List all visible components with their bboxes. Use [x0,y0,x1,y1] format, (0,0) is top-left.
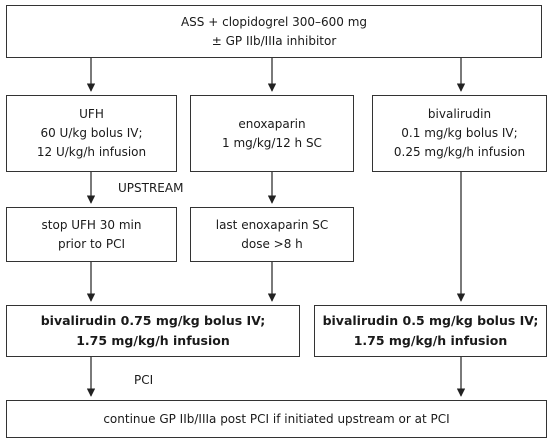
box-ufh: UFH 60 U/kg bolus IV; 12 U/kg/h infusion [6,95,177,172]
box-bivalirudin-pci-right: bivalirudin 0.5 mg/kg bolus IV; 1.75 mg/… [314,305,547,357]
box-bivalirudin-line-3: 0.25 mg/kg/h infusion [393,145,526,159]
box-enoxaparin-line-1: enoxaparin [238,116,306,131]
box-enoxaparin-line-2: 1 mg/kg/12 h SC [222,135,322,150]
box-bivalirudin-line-2: 0.1 mg/kg bolus IV; [401,126,518,140]
box-bivalirudin-pci-right-line-2: 1.75 mg/kg/h infusion [353,333,508,348]
box-antiplatelet: ASS + clopidogrel 300–600 mg ± GP IIb/II… [6,5,542,58]
box-last-enoxaparin-line-1: last enoxaparin SC [215,217,329,232]
box-bivalirudin-pci-right-line-1: bivalirudin 0.5 mg/kg bolus IV; [322,313,539,328]
box-enoxaparin: enoxaparin 1 mg/kg/12 h SC [190,95,354,172]
box-stop-ufh: stop UFH 30 min prior to PCI [6,207,177,262]
box-bivalirudin-pci-left-line-2: 1.75 mg/kg/h infusion [76,333,230,348]
box-ufh-line-1: UFH [79,107,104,121]
box-last-enoxaparin-line-2: dose >8 h [241,236,303,251]
box-ufh-line-2: 60 U/kg bolus IV; [40,126,143,140]
box-stop-ufh-line-2: prior to PCI [58,236,125,251]
box-bivalirudin: bivalirudin 0.1 mg/kg bolus IV; 0.25 mg/… [372,95,547,172]
box-stop-ufh-line-1: stop UFH 30 min [41,217,142,232]
box-last-enoxaparin: last enoxaparin SC dose >8 h [190,207,354,262]
box-ufh-line-3: 12 U/kg/h infusion [36,145,147,159]
box-bivalirudin-pci-left-line-1: bivalirudin 0.75 mg/kg bolus IV; [40,313,266,328]
label-pci: PCI [134,373,154,387]
box-bivalirudin-pci-left: bivalirudin 0.75 mg/kg bolus IV; 1.75 mg… [6,305,300,357]
box-antiplatelet-line-1: ASS + clopidogrel 300–600 mg [180,14,368,29]
box-bivalirudin-line-1: bivalirudin [427,107,492,121]
box-continue-gp: continue GP IIb/IIIa post PCI if initiat… [6,400,547,438]
box-antiplatelet-line-2: ± GP IIb/IIIa inhibitor [211,33,337,48]
label-upstream: UPSTREAM [118,181,184,195]
box-continue-gp-line-1: continue GP IIb/IIIa post PCI if initiat… [103,411,450,426]
